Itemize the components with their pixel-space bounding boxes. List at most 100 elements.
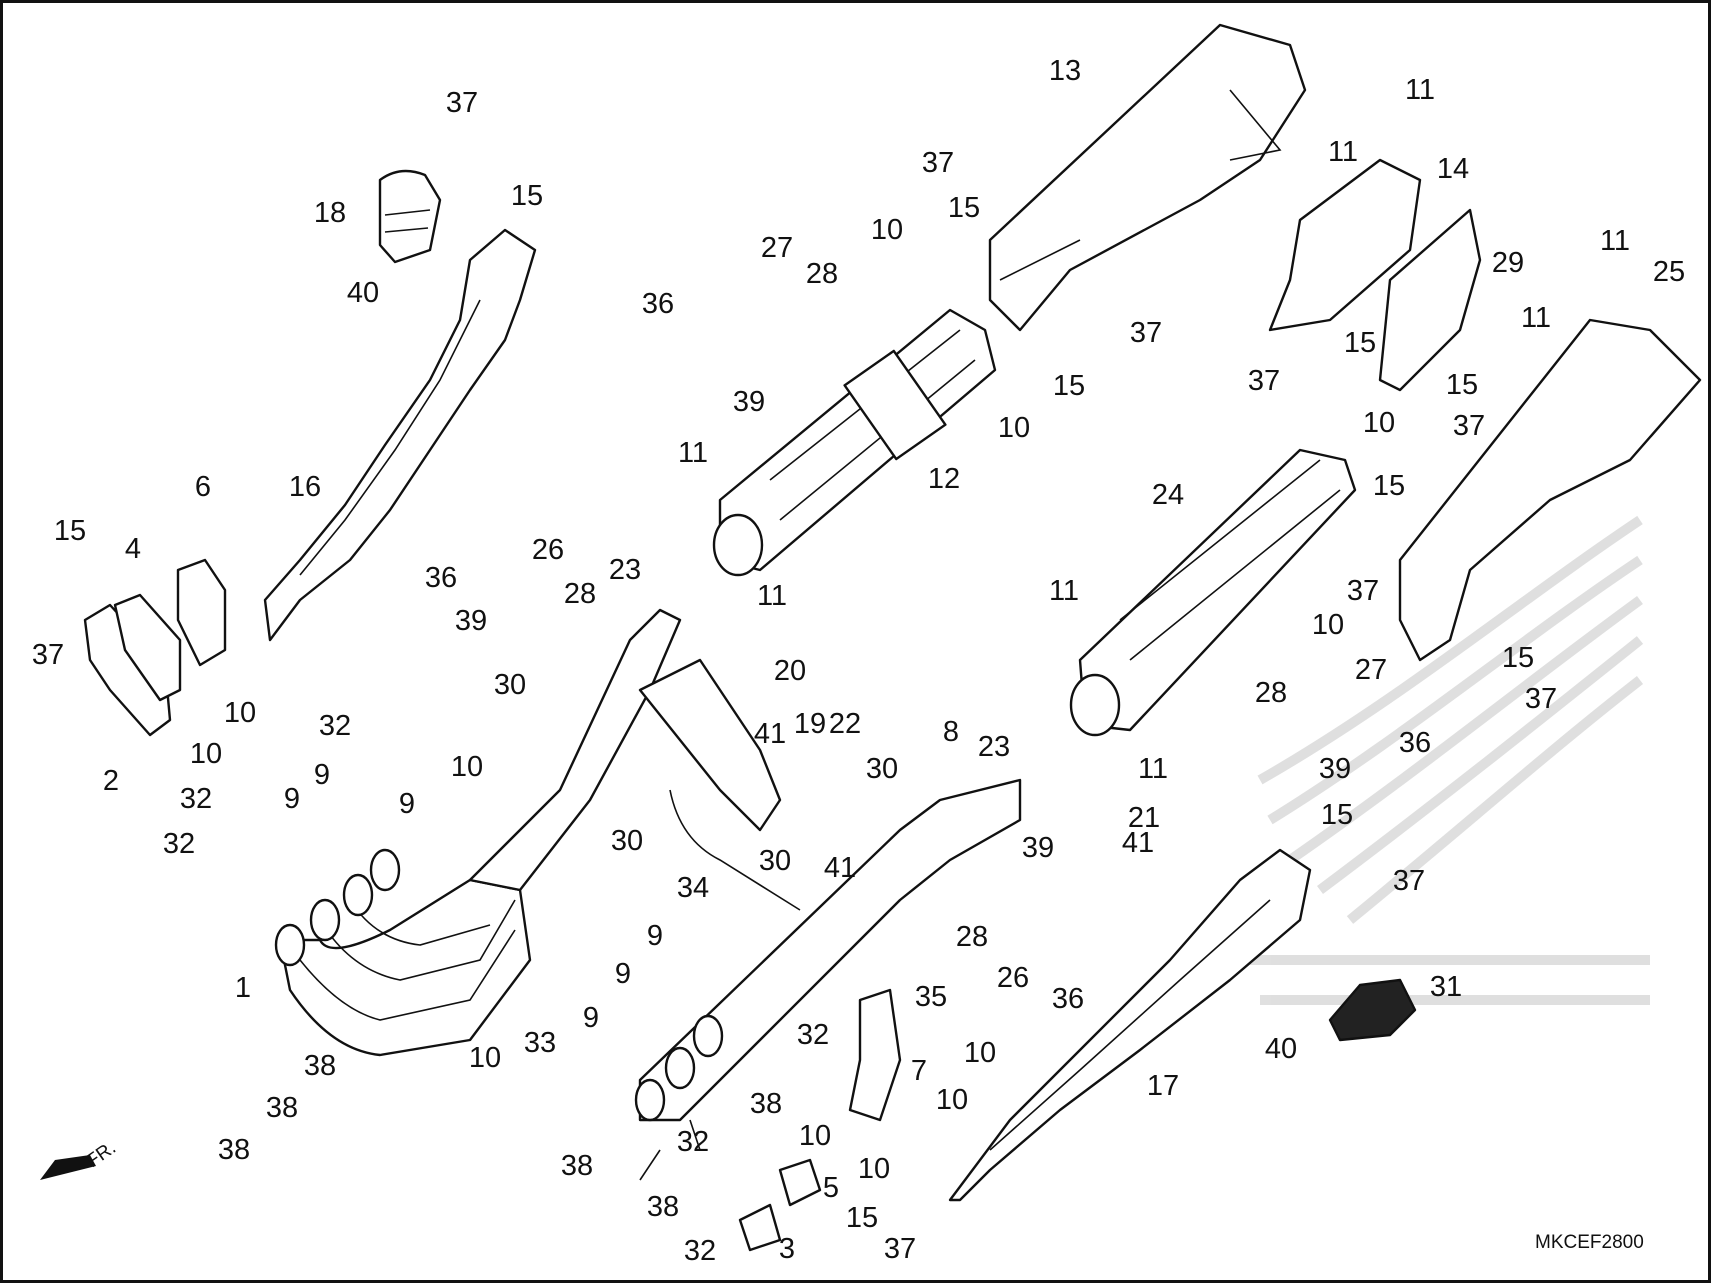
callout-31: 31	[1430, 971, 1462, 1003]
callout-15: 15	[1446, 369, 1478, 401]
callout-15: 15	[1502, 642, 1534, 674]
callout-29: 29	[1492, 247, 1524, 279]
bracket-3	[738, 1203, 782, 1252]
callout-39: 39	[455, 605, 487, 637]
callout-16: 16	[289, 471, 321, 503]
callout-9: 9	[647, 920, 663, 952]
callout-15: 15	[1053, 370, 1085, 402]
callout-10: 10	[936, 1084, 968, 1116]
callout-39: 39	[1022, 832, 1054, 864]
callout-20: 20	[774, 655, 806, 687]
callout-38: 38	[750, 1088, 782, 1120]
callout-37: 37	[1347, 575, 1379, 607]
callout-40: 40	[1265, 1033, 1297, 1065]
callout-27: 27	[1355, 654, 1387, 686]
cap-18	[378, 169, 442, 264]
callout-28: 28	[564, 578, 596, 610]
callout-10: 10	[469, 1042, 501, 1074]
muffler-12	[712, 308, 997, 577]
callout-25: 25	[1653, 256, 1685, 288]
callout-32: 32	[684, 1235, 716, 1267]
callout-37: 37	[1130, 317, 1162, 349]
exhaust-header-pipes	[274, 848, 532, 1057]
callout-7: 7	[911, 1055, 927, 1087]
callout-9: 9	[314, 759, 330, 791]
callout-32: 32	[163, 828, 195, 860]
callout-38: 38	[304, 1050, 336, 1082]
callout-11: 11	[1049, 575, 1079, 607]
callout-10: 10	[871, 214, 903, 246]
bracket-7	[848, 988, 902, 1122]
callout-36: 36	[1052, 983, 1084, 1015]
callout-17: 17	[1147, 1070, 1179, 1102]
callout-10: 10	[224, 697, 256, 729]
callout-38: 38	[561, 1150, 593, 1182]
callout-37: 37	[1248, 365, 1280, 397]
callout-37: 37	[922, 147, 954, 179]
callout-26: 26	[997, 962, 1029, 994]
callout-28: 28	[956, 921, 988, 953]
bracket-5	[778, 1158, 822, 1207]
callout-15: 15	[846, 1202, 878, 1234]
callout-4: 4	[125, 533, 141, 565]
callout-2: 2	[103, 765, 119, 797]
callout-1: 1	[235, 972, 251, 1004]
callout-10: 10	[1312, 609, 1344, 641]
callout-24: 24	[1152, 479, 1184, 511]
callout-9: 9	[399, 788, 415, 820]
callout-10: 10	[190, 738, 222, 770]
callout-10: 10	[451, 751, 483, 783]
mid-pipe	[468, 608, 682, 892]
callout-30: 30	[494, 669, 526, 701]
callout-32: 32	[180, 783, 212, 815]
callout-30: 30	[759, 845, 791, 877]
callout-8: 8	[943, 716, 959, 748]
muffler-24	[1069, 448, 1357, 737]
cover-29	[1378, 208, 1482, 392]
callout-27: 27	[761, 232, 793, 264]
callout-15: 15	[511, 180, 543, 212]
callout-36: 36	[642, 288, 674, 320]
callout-26: 26	[532, 534, 564, 566]
callout-35: 35	[915, 981, 947, 1013]
callout-22: 22	[829, 708, 861, 740]
callout-11: 11	[1328, 136, 1358, 168]
cover-25	[1398, 318, 1702, 662]
callout-32: 32	[677, 1126, 709, 1158]
callout-12: 12	[928, 463, 960, 495]
callout-37: 37	[32, 639, 64, 671]
callout-9: 9	[583, 1002, 599, 1034]
callout-14: 14	[1437, 153, 1469, 185]
cover-13	[988, 23, 1307, 332]
callout-38: 38	[266, 1092, 298, 1124]
callout-41: 41	[824, 852, 856, 884]
callout-30: 30	[866, 753, 898, 785]
callout-9: 9	[615, 958, 631, 990]
cover-4	[113, 593, 182, 702]
drawing-code: MKCEF2800	[1535, 1232, 1644, 1253]
callout-38: 38	[218, 1134, 250, 1166]
callout-10: 10	[1363, 407, 1395, 439]
callout-15: 15	[1321, 799, 1353, 831]
callout-36: 36	[1399, 727, 1431, 759]
callout-23: 23	[609, 554, 641, 586]
cover-6	[176, 558, 227, 667]
callout-19: 19	[794, 708, 826, 740]
sensor-cable	[669, 789, 801, 911]
wing-watermark	[1250, 515, 1650, 1005]
callout-32: 32	[797, 1019, 829, 1051]
callout-37: 37	[1393, 865, 1425, 897]
callout-5: 5	[823, 1172, 839, 1204]
callout-13: 13	[1049, 55, 1081, 87]
callout-11: 11	[1521, 302, 1551, 334]
callout-37: 37	[446, 87, 478, 119]
callout-15: 15	[54, 515, 86, 547]
callout-28: 28	[1255, 677, 1287, 709]
callout-41: 41	[754, 718, 786, 750]
callout-37: 37	[1453, 410, 1485, 442]
callout-28: 28	[806, 258, 838, 290]
callout-11: 11	[757, 580, 787, 612]
